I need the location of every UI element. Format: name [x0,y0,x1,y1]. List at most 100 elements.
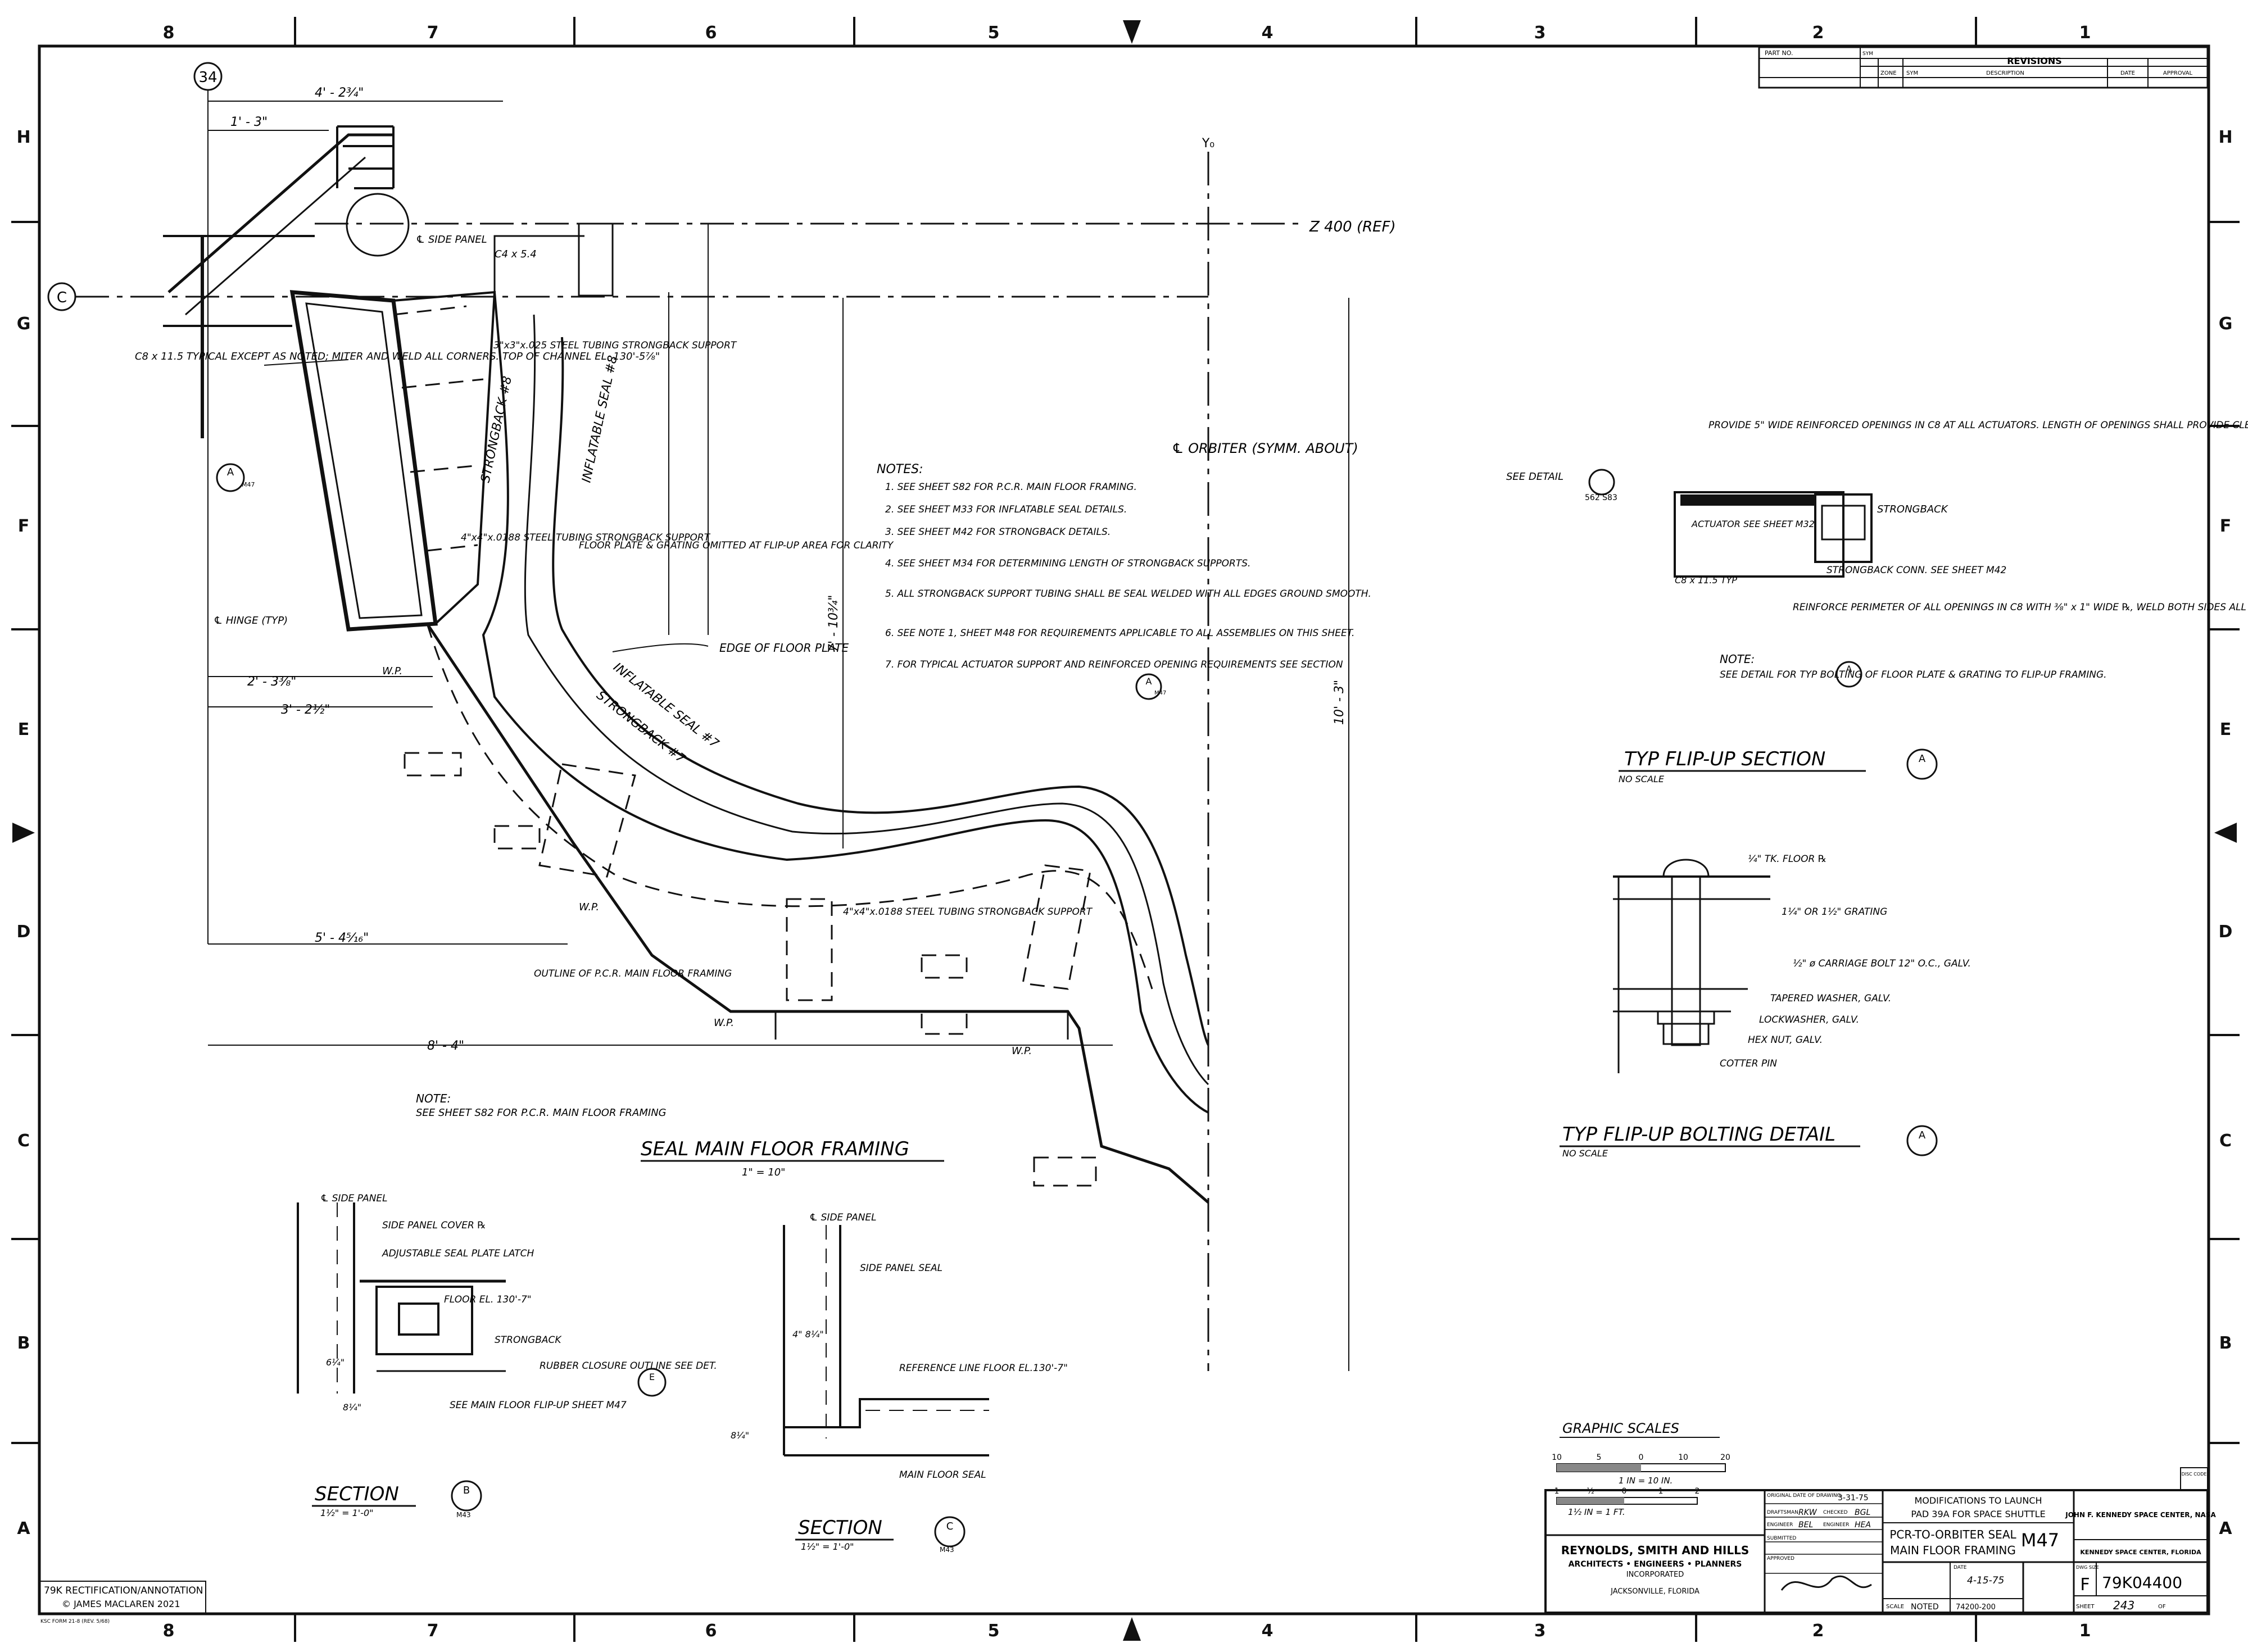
form-number: KSC FORM 21-8 (REV. 5/68) [40,1619,110,1624]
orbiter-label: ℄ ORBITER (SYMM. ABOUT) [1172,441,1358,456]
bolting-title: TYP FLIP-UP BOLTING DETAIL [1562,1123,1835,1146]
secc-l1: ℄ SIDE PANEL [809,1212,877,1223]
s1-t0: 10 [1552,1453,1562,1462]
bolt-l1: ¼" TK. FLOOR ℞ [1748,854,1827,865]
s1-t2: 0 [1639,1453,1644,1462]
of-label: OF [2158,1604,2166,1610]
dim-7-10: 7' - 10¾" [827,595,841,652]
bolting-detail: ¼" TK. FLOOR ℞ 1¼" OR 1½" GRATING ½" ø C… [1560,854,1971,1159]
tubing3-note: 3"x3"x.025 STEEL TUBING STRONGBACK SUPPO… [493,340,737,351]
sym-col-label: SYM [1862,51,1873,57]
note-bottom-title: NOTE: [416,1092,451,1105]
bolt-l3: ½" ø CARRIAGE BOLT 12" O.C., GALV. [1793,958,1971,969]
dwg-size-label: DWG SIZE [2076,1565,2099,1570]
zone-left-b: B [17,1333,30,1353]
zone-left-d: D [17,922,31,942]
note-5: 5. ALL STRONGBACK SUPPORT TUBING SHALL B… [885,588,1371,600]
zone-top-2: 2 [1812,23,1824,43]
drawing-border [38,44,2210,1615]
dwg-number: 79K04400 [2102,1573,2182,1592]
zone-ticks [11,17,2240,1642]
secc-l4: MAIN FLOOR SEAL [899,1469,986,1481]
notes-title: NOTES: [877,462,923,476]
secb-l1: ℄ SIDE PANEL [320,1193,388,1204]
scale-2-label: 1½ IN = 1 FT. [1568,1507,1625,1517]
zone-bottom-5: 5 [988,1621,1000,1641]
main-title: SEAL MAIN FLOOR FRAMING [641,1138,909,1160]
secc-d2: 8¼" [731,1430,749,1441]
disc-code: DISC CODE [2182,1472,2207,1477]
zone-left-f: F [18,516,30,536]
tubing4b-note: 4"x4"x.0188 STEEL TUBING STRONGBACK SUPP… [843,906,1093,918]
secc-ref: C [946,1521,954,1532]
dim-8-4: 8' - 4" [427,1039,464,1053]
bolting-scale: NO SCALE [1562,1148,1608,1159]
pad-label: PAD 39A FOR SPACE SHUTTLE [1911,1509,2045,1519]
tubing4-note: 4"x4"x.0188 STEEL TUBING STRONGBACK SUPP… [461,532,711,543]
title-line-2: MAIN FLOOR FRAMING [1890,1544,2016,1557]
approval-label: APPROVAL [2163,70,2193,76]
zone-right-d: D [2219,922,2233,942]
secb-l3: ADJUSTABLE SEAL PLATE LATCH [382,1248,534,1259]
dim-top2: 1' - 3" [230,115,268,129]
zone-top-7: 7 [427,23,439,43]
zone-left-g: G [17,314,31,334]
main-title-scale: 1" = 10" [742,1167,785,1178]
secb-l7: SEE MAIN FLOOR FLIP-UP SHEET M47 [450,1400,627,1411]
firm-disciplines: ARCHITECTS • ENGINEERS • PLANNERS [1569,1560,1742,1569]
scale-1-label: 1 IN = 10 IN. [1619,1476,1673,1486]
zone-right-g: G [2219,314,2233,334]
ref-a-1: A [227,466,234,478]
engineer: BEL [1798,1521,1813,1530]
modifications-label: MODIFICATIONS TO LAUNCH [1914,1495,2042,1506]
kennedy-line-1: JOHN F. KENNEDY SPACE CENTER, NASA [2065,1511,2216,1519]
wp-label-2: W.P. [714,1017,734,1029]
kennedy-line-2: KENNEDY SPACE CENTER, FLORIDA [2080,1549,2201,1556]
note-6: 6. SEE NOTE 1, SHEET M48 FOR REQUIREMENT… [885,628,1354,639]
ref-562: 562 S83 [1585,493,1617,502]
zone-left-h: H [16,128,30,147]
zone-bottom-7: 7 [427,1621,439,1641]
zone-bottom-6: 6 [705,1621,717,1641]
dim-3-2: 3' - 2½" [281,703,330,717]
scale-value: NOTED [1911,1603,1939,1612]
zone-top-5: 5 [988,23,1000,43]
drawing-date: 4-15-75 [1967,1575,2004,1586]
draftsman: RKW [1798,1508,1818,1517]
zone-right-f: F [2220,516,2232,536]
secb-ref-e: E [649,1372,655,1382]
note-1: 1. SEE SHEET S82 FOR P.C.R. MAIN FLOOR F… [885,482,1137,493]
flipup-scale: NO SCALE [1619,774,1665,784]
checked-label: CHECKED [1823,1510,1848,1515]
part-no-label: PART NO. [1765,49,1793,57]
engineer2-label: ENGINEER [1823,1522,1849,1528]
secb-ref-m43: M43 [456,1511,471,1519]
c4-label: C4 x 5.4 [495,248,537,260]
zone-top-1: 1 [2079,23,2091,43]
date-col-label: DATE [2120,70,2135,76]
title-line-1: PCR-TO-ORBITER SEAL [1889,1528,2016,1541]
note-3: 3. SEE SHEET M42 FOR STRONGBACK DETAILS. [885,527,1111,538]
note-7: 7. FOR TYPICAL ACTUATOR SUPPORT AND REIN… [885,659,1343,670]
s1-t1: 5 [1597,1453,1602,1462]
annotation-line-2: © JAMES MACLAREN 2021 [62,1599,180,1609]
scale-label: SCALE [1886,1604,1904,1610]
secb-d1: 6¼" [326,1357,345,1368]
secb-d2: 8¼" [343,1402,361,1413]
secc-l3: REFERENCE LINE FLOOR EL.130'-7" [899,1363,1068,1374]
note-2: 2. SEE SHEET M33 FOR INFLATABLE SEAL DET… [885,504,1127,515]
zone-top-3: 3 [1534,23,1546,43]
bolt-l2: 1¼" OR 1½" GRATING [1782,906,1887,918]
dim-10-3: 10' - 3" [1333,680,1347,725]
floor-plate-note: FLOOR PLATE & GRATING OMITTED AT FLIP-UP… [579,540,894,551]
zone-right-a: A [2219,1519,2232,1538]
firm-incorporated: INCORPORATED [1626,1571,1684,1579]
description-label: DESCRIPTION [1986,70,2024,76]
submitted-label: SUBMITTED [1767,1536,1796,1541]
s1-t3: 10 [1678,1453,1688,1462]
notes-block: NOTES: 1. SEE SHEET S82 FOR P.C.R. MAIN … [877,462,1371,700]
secb-l5: STRONGBACK [495,1335,562,1346]
center-mark-right [2214,823,2237,843]
